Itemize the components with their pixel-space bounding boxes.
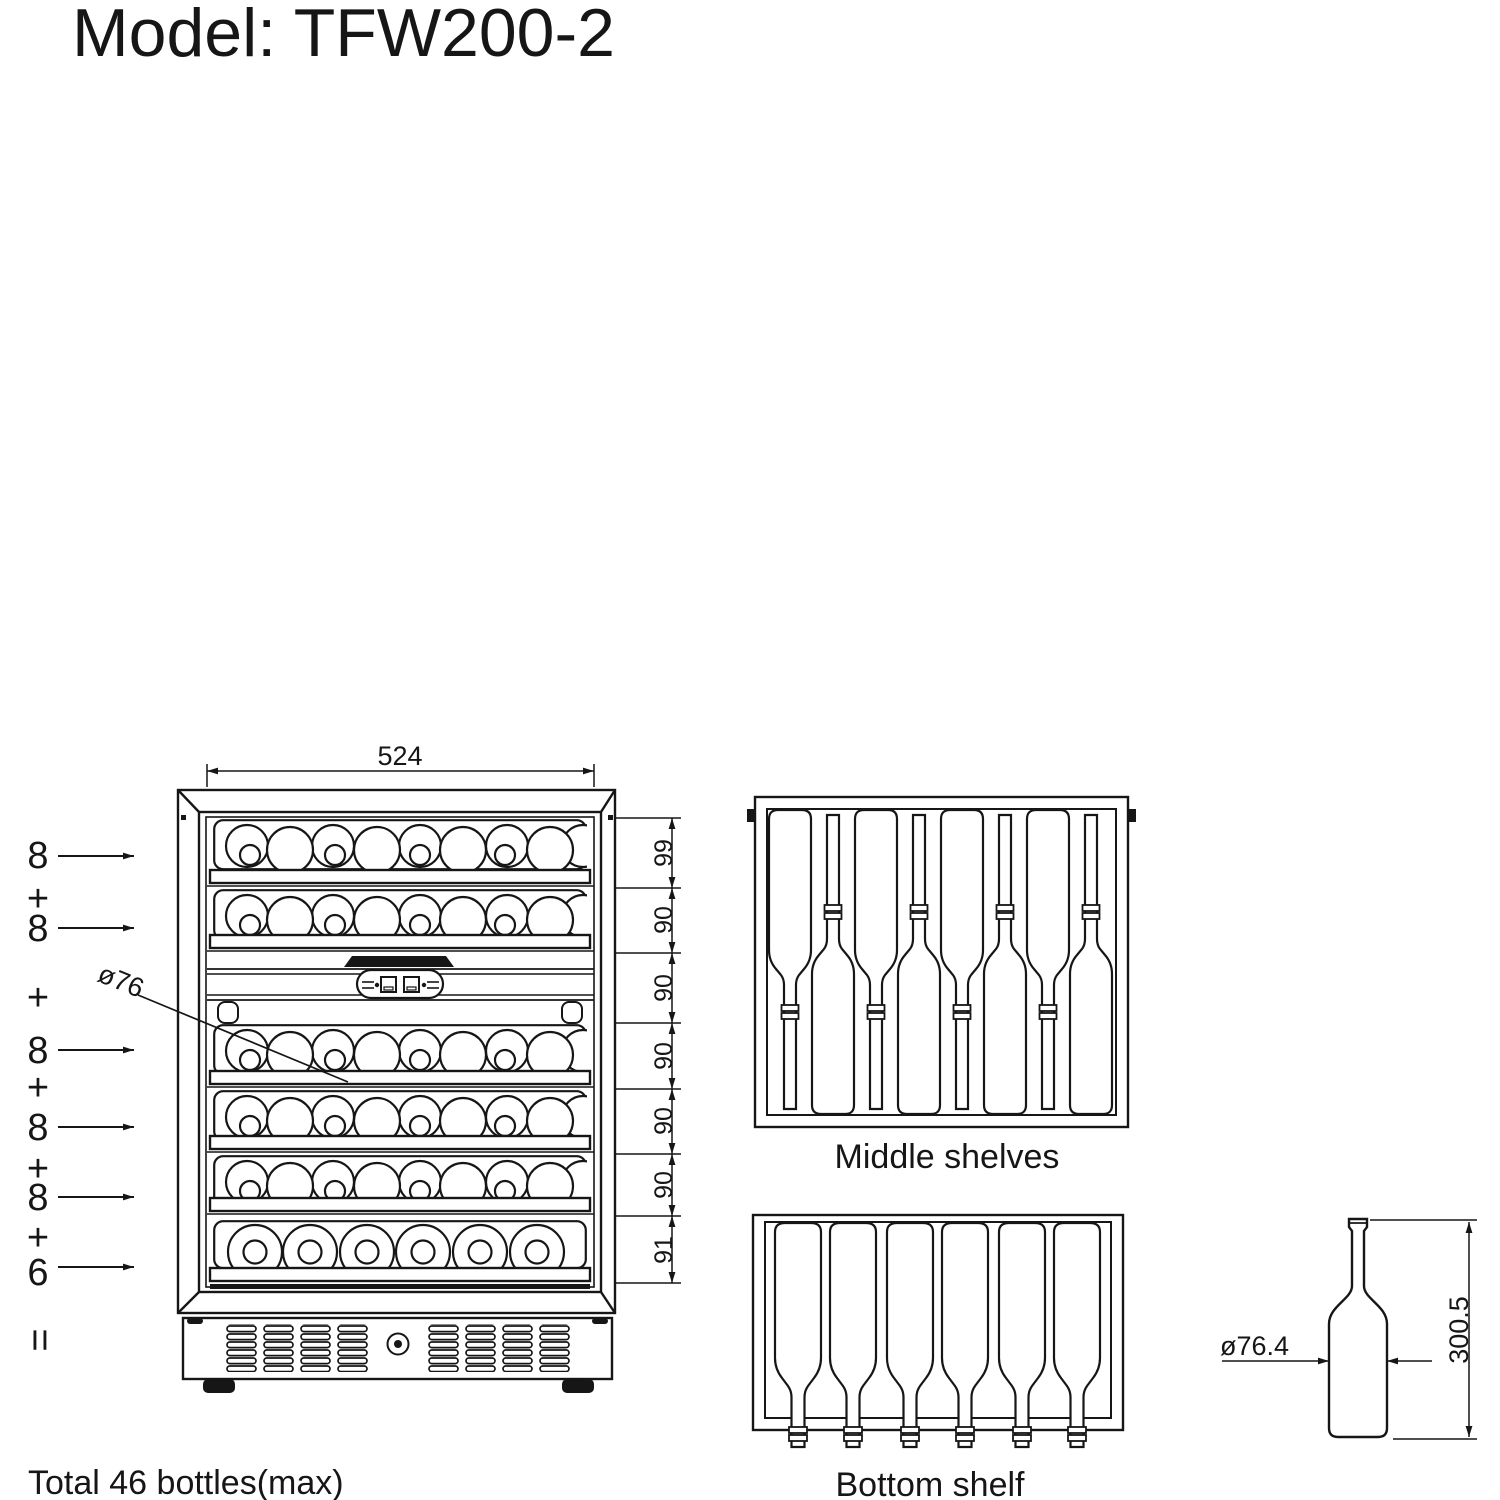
zone-divider xyxy=(207,956,594,1024)
base-vent-section xyxy=(181,1316,614,1393)
vent-grille-right xyxy=(428,1324,574,1372)
plus-sign: + xyxy=(27,1067,49,1109)
count-label: 8 xyxy=(27,1107,48,1149)
shelf-board xyxy=(208,1266,592,1283)
control-panel xyxy=(355,968,445,1000)
shelf-height-label: 90 xyxy=(650,1042,678,1070)
bottle-top-view xyxy=(997,1221,1047,1449)
equals-sign: = xyxy=(18,1328,62,1351)
bottle-height-label: 300.5 xyxy=(1444,1296,1474,1364)
bottle-top-view xyxy=(773,1221,823,1449)
bottle-top-view xyxy=(853,808,899,1111)
cabinet-outline xyxy=(176,788,617,1315)
door-handle xyxy=(344,956,454,967)
bottle-diameter-label: ø76.4 xyxy=(1220,1331,1289,1361)
plus-sign: + xyxy=(27,878,49,920)
total-bottles-label: Total 46 bottles(max) xyxy=(28,1464,344,1500)
leader-line xyxy=(137,994,349,1083)
foot-left xyxy=(203,1379,235,1393)
shelf-height-label: 91 xyxy=(650,1236,678,1264)
foot-right xyxy=(562,1379,594,1393)
bottom-shelf-caption: Bottom shelf xyxy=(836,1466,1026,1500)
shelf-support-right xyxy=(561,1001,583,1024)
bottle-top-view xyxy=(767,808,813,1111)
diameter-note-label: ø76 xyxy=(94,958,148,1003)
bottle-top-view xyxy=(828,1221,878,1449)
fridge-front-view xyxy=(176,788,617,1393)
plinth xyxy=(181,1316,614,1381)
shelf-board xyxy=(208,933,592,950)
shelf-frame-inner xyxy=(766,808,1117,1116)
shelf-frame xyxy=(753,795,1130,1129)
bottom-shelf-view: Bottom shelf xyxy=(751,1213,1125,1500)
plus-sign: + xyxy=(27,1148,49,1190)
lock-icon xyxy=(386,1332,410,1356)
shelf-height-label: 90 xyxy=(650,1107,678,1135)
shelf-frame-inner xyxy=(764,1221,1112,1419)
shelf-height-dimensions: 99 90 90 90 90 90 91 xyxy=(615,817,681,1284)
bottle-top-view xyxy=(885,1221,935,1449)
shelf-board xyxy=(208,868,592,885)
bottle-top-view xyxy=(1025,808,1071,1111)
display-window-right xyxy=(403,976,420,993)
bottle-top-view xyxy=(940,1221,990,1449)
shelf-board xyxy=(208,1134,592,1151)
vent-grille-left xyxy=(226,1324,372,1372)
bottle-side-view: ø76.4 300.5 xyxy=(1220,1217,1477,1440)
bottle-top-view xyxy=(810,813,856,1116)
display-window-left xyxy=(380,976,397,993)
shelf-support-left xyxy=(217,1001,239,1024)
shelf-row xyxy=(213,819,587,870)
shelf-board xyxy=(208,1069,592,1086)
width-dimension-label: 524 xyxy=(377,741,422,771)
door-frame xyxy=(197,810,603,1294)
bottle-top-view xyxy=(982,813,1028,1116)
bottle-count-column: 8 + 8 + 8 + 8 + 8 + 6 = Total 46 bottles… xyxy=(18,835,344,1500)
count-label: 6 xyxy=(27,1252,48,1294)
shelf-height-label: 90 xyxy=(650,974,678,1002)
count-label: 8 xyxy=(27,1030,48,1072)
shelf-height-label: 90 xyxy=(650,1171,678,1199)
count-label: 8 xyxy=(27,835,48,877)
hinge-mark-left xyxy=(181,815,186,820)
count-label: 8 xyxy=(27,1177,48,1219)
page-title: Model: TFW200-2 xyxy=(72,0,615,71)
bottle-top-view xyxy=(896,813,942,1116)
shelf-height-label: 90 xyxy=(650,906,678,934)
shelf-shadow xyxy=(210,1284,590,1289)
shelf-height-label: 99 xyxy=(650,839,678,867)
bottle-dimensions xyxy=(1222,1219,1477,1440)
plus-sign: + xyxy=(27,977,49,1019)
count-label: 8 xyxy=(27,908,48,950)
plus-sign: + xyxy=(27,1217,49,1259)
width-dimension: 524 xyxy=(206,741,595,787)
shelf-hook-right xyxy=(1128,809,1136,822)
shelf-hook-left xyxy=(747,809,755,822)
hinge-mark-right xyxy=(608,815,613,820)
bottle-top-view xyxy=(1068,813,1114,1116)
middle-shelves-caption: Middle shelves xyxy=(835,1138,1060,1176)
shelf-frame xyxy=(751,1213,1125,1432)
middle-shelves-view: Middle shelves xyxy=(747,795,1136,1176)
bottle-outline xyxy=(1327,1217,1389,1439)
shelf-board xyxy=(208,1196,592,1213)
bottle-top-view xyxy=(939,808,985,1111)
bottle-top-view xyxy=(1052,1221,1102,1449)
